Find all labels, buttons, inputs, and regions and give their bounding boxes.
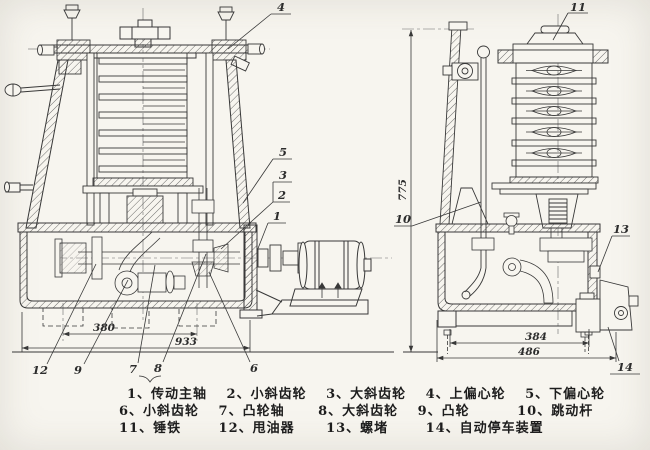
legend-item: 1、传动主轴 (127, 387, 208, 402)
dim-side-feet-span: 384 (525, 331, 547, 343)
eccentric-shaft (191, 188, 229, 288)
legend-item: 13、螺堵 (326, 421, 389, 436)
right-leg (225, 59, 251, 229)
parts-legend: 1、传动主轴 2、小斜齿轮 3、大斜齿轮 4、上偏心轮 5、下偏心轮 6、小斜齿… (0, 386, 650, 437)
callout-leaders-front (46, 13, 292, 383)
screw-plug (589, 265, 601, 279)
dim-front-feet-span: 380 (93, 322, 116, 334)
sieve-trays (98, 57, 188, 173)
legend-row-3: 11、锤铁 12、甩油器 13、螺堵 14、自动停车装置 (119, 420, 650, 437)
callout-6: 6 (250, 361, 258, 375)
drive-mechanism (54, 188, 240, 296)
callout-5: 5 (279, 145, 287, 159)
legend-item: 12、甩油器 (218, 421, 295, 436)
side-view (402, 14, 639, 354)
tray-handles (526, 65, 582, 158)
callout-9: 9 (74, 363, 82, 377)
callout-14: 14 (617, 360, 633, 374)
dim-side-overall: 486 (518, 346, 541, 358)
top-cover (497, 25, 609, 64)
callout-8: 8 (154, 361, 162, 375)
legend-item: 3、大斜齿轮 (326, 387, 407, 402)
legend-row-2: 6、小斜齿轮 7、凸轮轴 8、大斜齿轮 9、凸轮 10、跳动杆 (119, 403, 650, 420)
callout-11: 11 (570, 0, 586, 14)
electric-motor (255, 240, 372, 317)
jumping-rod (442, 45, 490, 300)
left-clamp-screw (4, 4, 91, 97)
legend-item: 11、锤铁 (119, 421, 182, 436)
legend-item: 14、自动停车装置 (425, 421, 544, 436)
oil-cup (503, 212, 520, 235)
legend-item: 2、小斜齿轮 (226, 387, 307, 402)
legend-row-1: 1、传动主轴 2、小斜齿轮 3、大斜齿轮 4、上偏心轮 5、下偏心轮 (127, 386, 650, 403)
front-view (4, 4, 394, 353)
center-bearing-housing (126, 188, 164, 224)
legend-item: 8、大斜齿轮 (318, 404, 399, 419)
legend-item: 5、下偏心轮 (525, 387, 606, 402)
legend-item: 7、凸轮轴 (218, 404, 285, 419)
callout-10: 10 (395, 212, 411, 226)
callout-2: 2 (277, 188, 286, 202)
dimension-lines (21, 29, 617, 362)
callout-4: 4 (277, 0, 285, 14)
gearbox-housing (17, 222, 263, 319)
callout-7: 7 (129, 362, 137, 376)
legend-item: 10、跳动杆 (517, 404, 594, 419)
sieve-stack-side (491, 62, 599, 195)
coupling (257, 242, 305, 274)
dim-side-height: 775 (397, 179, 409, 201)
callout-12: 12 (32, 363, 48, 377)
legend-item: 4、上偏心轮 (425, 387, 506, 402)
spring-bell (535, 193, 579, 229)
annotations: 4 5 3 2 1 12 9 7 8 6 11 10 13 14 380 933… (21, 0, 640, 383)
callout-1: 1 (273, 209, 281, 223)
callout-3: 3 (279, 168, 287, 182)
legend-item: 9、凸轮 (417, 404, 470, 419)
callout-13: 13 (613, 222, 629, 236)
right-clamp-screw (211, 6, 265, 72)
callout-leaders-side (394, 12, 640, 375)
gearbox-internals-side (471, 228, 593, 304)
dim-front-overall: 933 (175, 336, 197, 348)
legend-item: 6、小斜齿轮 (119, 404, 200, 419)
foundation-feet (42, 307, 217, 329)
auto-stop-device (575, 279, 639, 352)
